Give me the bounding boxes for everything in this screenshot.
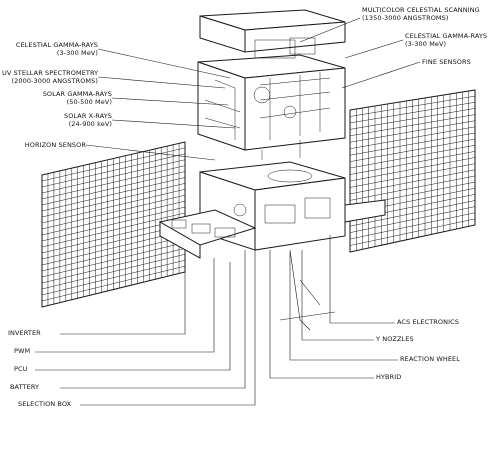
panel-cell-line: [41, 265, 186, 302]
panel-cell-line: [41, 236, 186, 272]
panel-cell-line: [349, 151, 476, 175]
panel-cell-line: [349, 218, 476, 246]
label-y-nozzles: Y NOZZLES: [376, 335, 414, 343]
panel-cell-line: [349, 114, 476, 137]
label-celestial-gamma-right: CELESTIAL GAMMA-RAYS(3-300 MeV): [405, 32, 488, 48]
lower-bus: [199, 140, 346, 251]
panel-cell-line: [349, 108, 476, 130]
label-solar-xrays: SOLAR X-RAYS(24-900 keV): [63, 112, 112, 128]
panel-cell-line: [349, 126, 476, 149]
panel-cell-line: [41, 200, 186, 236]
panel-cell-line: [349, 206, 476, 233]
panel-cell-line: [41, 259, 186, 296]
panel-cell-line: [349, 163, 476, 188]
label-horizon-sensor: HORIZON SENSOR: [24, 141, 86, 149]
panel-cell-line: [41, 242, 186, 278]
panel-cell-line: [41, 159, 186, 194]
panel-cell-line: [41, 183, 186, 218]
label-inverter: INVERTER: [8, 329, 41, 337]
panel-cell-line: [41, 177, 186, 212]
upper-compartment: [197, 37, 346, 151]
panel-cell-line: [349, 102, 476, 124]
label-fine-sensors: FINE SENSORS: [422, 58, 471, 66]
panel-cell-line: [41, 206, 186, 242]
panel-cell-line: [349, 157, 476, 182]
top-cover: [199, 9, 346, 53]
label-uv-stellar: UV STELLAR SPECTROMETRY(2000-3000 ANGSTR…: [2, 69, 99, 85]
label-hybrid: HYBRID: [376, 373, 402, 381]
label-pcu: PCU: [14, 365, 28, 373]
label-selection-box: SELECTION BOX: [18, 400, 72, 408]
label-acs-electronics: ACS ELECTRONICS: [397, 318, 459, 326]
label-multicolor: MULTICOLOR CELESTIAL SCANNING(1350-3000 …: [362, 6, 480, 22]
panel-cell-line: [349, 132, 476, 156]
leader-lines: [35, 17, 421, 406]
panel-cell-line: [41, 248, 186, 284]
panel-cell-line: [349, 175, 476, 201]
panel-cell-line: [41, 171, 186, 206]
panel-cell-line: [349, 200, 476, 227]
equipment-tray: [158, 209, 257, 259]
right-solar-panel: [349, 89, 476, 253]
panel-cell-line: [349, 138, 476, 162]
left-solar-panel: [41, 141, 186, 308]
panel-cell-line: [349, 169, 476, 195]
panel-cell-line: [41, 147, 186, 182]
label-reaction-wheel: REACTION WHEEL: [400, 355, 460, 363]
panel-cell-line: [349, 95, 476, 117]
label-battery: BATTERY: [10, 383, 40, 391]
label-pwm: PWM: [14, 347, 31, 355]
panel-cell-line: [41, 153, 186, 188]
label-solar-gamma: SOLAR GAMMA-RAYS(50-500 MeV): [42, 90, 112, 106]
panel-cell-line: [41, 189, 186, 224]
label-celestial-gamma-left: CELESTIAL GAMMA-RAYS(3-300 MeV): [15, 41, 98, 57]
panel-cell-line: [349, 144, 476, 169]
panel-cell-line: [349, 212, 476, 240]
panel-cell-line: [41, 165, 186, 200]
panel-cell-line: [41, 194, 186, 230]
panel-cell-line: [41, 212, 186, 248]
panel-cell-line: [41, 254, 186, 290]
panel-cell-line: [349, 120, 476, 143]
right-tray: [344, 199, 386, 223]
